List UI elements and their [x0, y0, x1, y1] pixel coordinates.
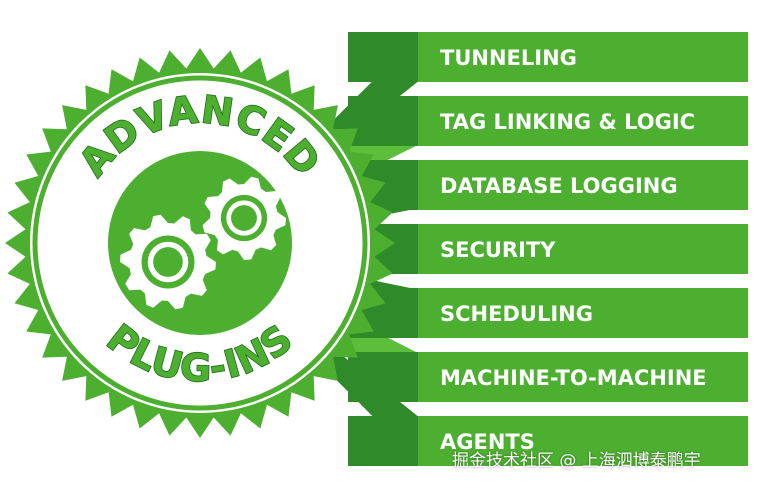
feature-bar-4: [418, 224, 748, 274]
watermark-text: 掘金技术社区 @ 上海泗博泰鹏宇: [452, 451, 701, 471]
feature-label-3: DATABASE LOGGING: [440, 174, 678, 198]
feature-bar-notch-6: [348, 352, 420, 402]
feature-label-2: TAG LINKING & LOGIC: [440, 110, 695, 134]
feature-bar-6: [418, 352, 748, 402]
badge-outline-ring: [32, 75, 368, 411]
feature-bar-notch-2: [348, 96, 420, 146]
gear-left-icon: [120, 214, 216, 310]
feature-bar-notch-1: [348, 32, 420, 82]
gears-icon: [120, 176, 286, 310]
feature-bar-5: [418, 288, 748, 338]
gear-right-icon: [202, 176, 286, 260]
feature-bar-1: [418, 32, 748, 82]
advanced-plugins-badge: ADVANCED PLUG-INS: [5, 48, 395, 438]
feature-bar-3: [418, 160, 748, 210]
feature-bar-notch-7: [348, 416, 420, 466]
feature-label-7: AGENTS: [440, 430, 535, 454]
feature-label-6: MACHINE-TO-MACHINE: [440, 366, 707, 390]
feature-bars: TUNNELING TAG LINKING & LOGIC DATABASE LOG…: [348, 32, 748, 466]
feature-label-1: TUNNELING: [440, 46, 577, 70]
feature-label-5: SCHEDULING: [440, 302, 593, 326]
feature-bar-7: [418, 416, 748, 466]
feature-bar-2: [418, 96, 748, 146]
feature-label-4: SECURITY: [440, 238, 556, 262]
